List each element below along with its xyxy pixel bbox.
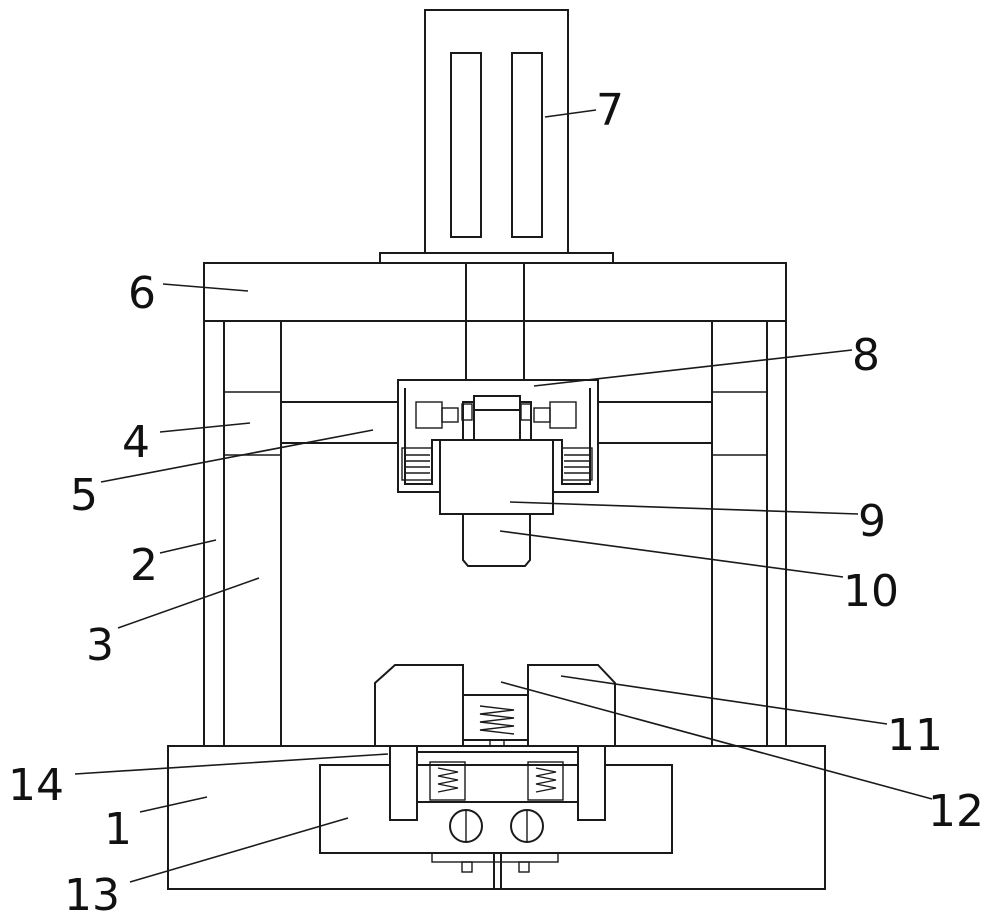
label-14: 14: [8, 760, 64, 811]
label-3: 3: [86, 620, 114, 671]
part-14-ejector-mechanism: [389, 745, 606, 889]
part-1-base: [167, 745, 826, 890]
label-2: 2: [130, 540, 158, 591]
label-13: 13: [64, 870, 120, 921]
label-12: 12: [928, 786, 984, 837]
label-4: 4: [122, 417, 150, 468]
label-5: 5: [70, 470, 98, 521]
label-8: 8: [852, 330, 880, 381]
label-6: 6: [128, 268, 156, 319]
part-10-punch: [462, 513, 531, 567]
screw-shaft: [465, 263, 525, 380]
part-9-press-block: [439, 409, 554, 515]
part-7-motor: [379, 9, 614, 264]
label-7: 7: [596, 85, 624, 136]
leader-lines: [74, 109, 933, 883]
part-11-lower-die: [374, 664, 616, 747]
label-11: 11: [887, 710, 943, 761]
label-10: 10: [843, 566, 899, 617]
part-6-top-beam: [203, 262, 787, 322]
label-1: 1: [104, 804, 132, 855]
label-9: 9: [858, 496, 886, 547]
part-4-5-guide-rails: [281, 401, 712, 444]
part-labels: 7 6 8 4 5 9 2 10 3 11 14 12 1 13: [8, 85, 984, 921]
